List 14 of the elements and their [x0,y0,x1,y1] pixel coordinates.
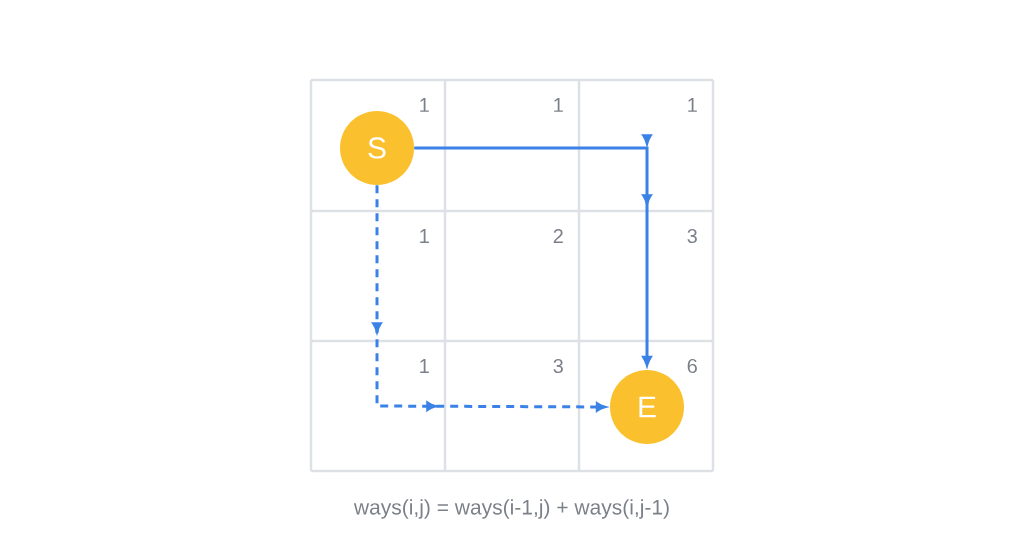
cell-number: 1 [420,229,429,243]
cell-number: 1 [688,98,697,112]
cell-number: 2 [553,229,563,243]
cell-number: 6 [687,358,697,374]
formula-caption: ways(i,j) = ways(i-1,j) + ways(i,j-1) [353,499,669,519]
cell-number: 1 [554,98,563,112]
cell-number: 3 [687,228,697,244]
cell-number: 3 [553,358,563,374]
circle-node: S [340,111,414,185]
cell-number: 1 [420,359,429,373]
cell-number: 1 [420,98,429,112]
circle-node: E [610,370,684,444]
arrow [414,134,652,367]
arrow [372,185,607,412]
